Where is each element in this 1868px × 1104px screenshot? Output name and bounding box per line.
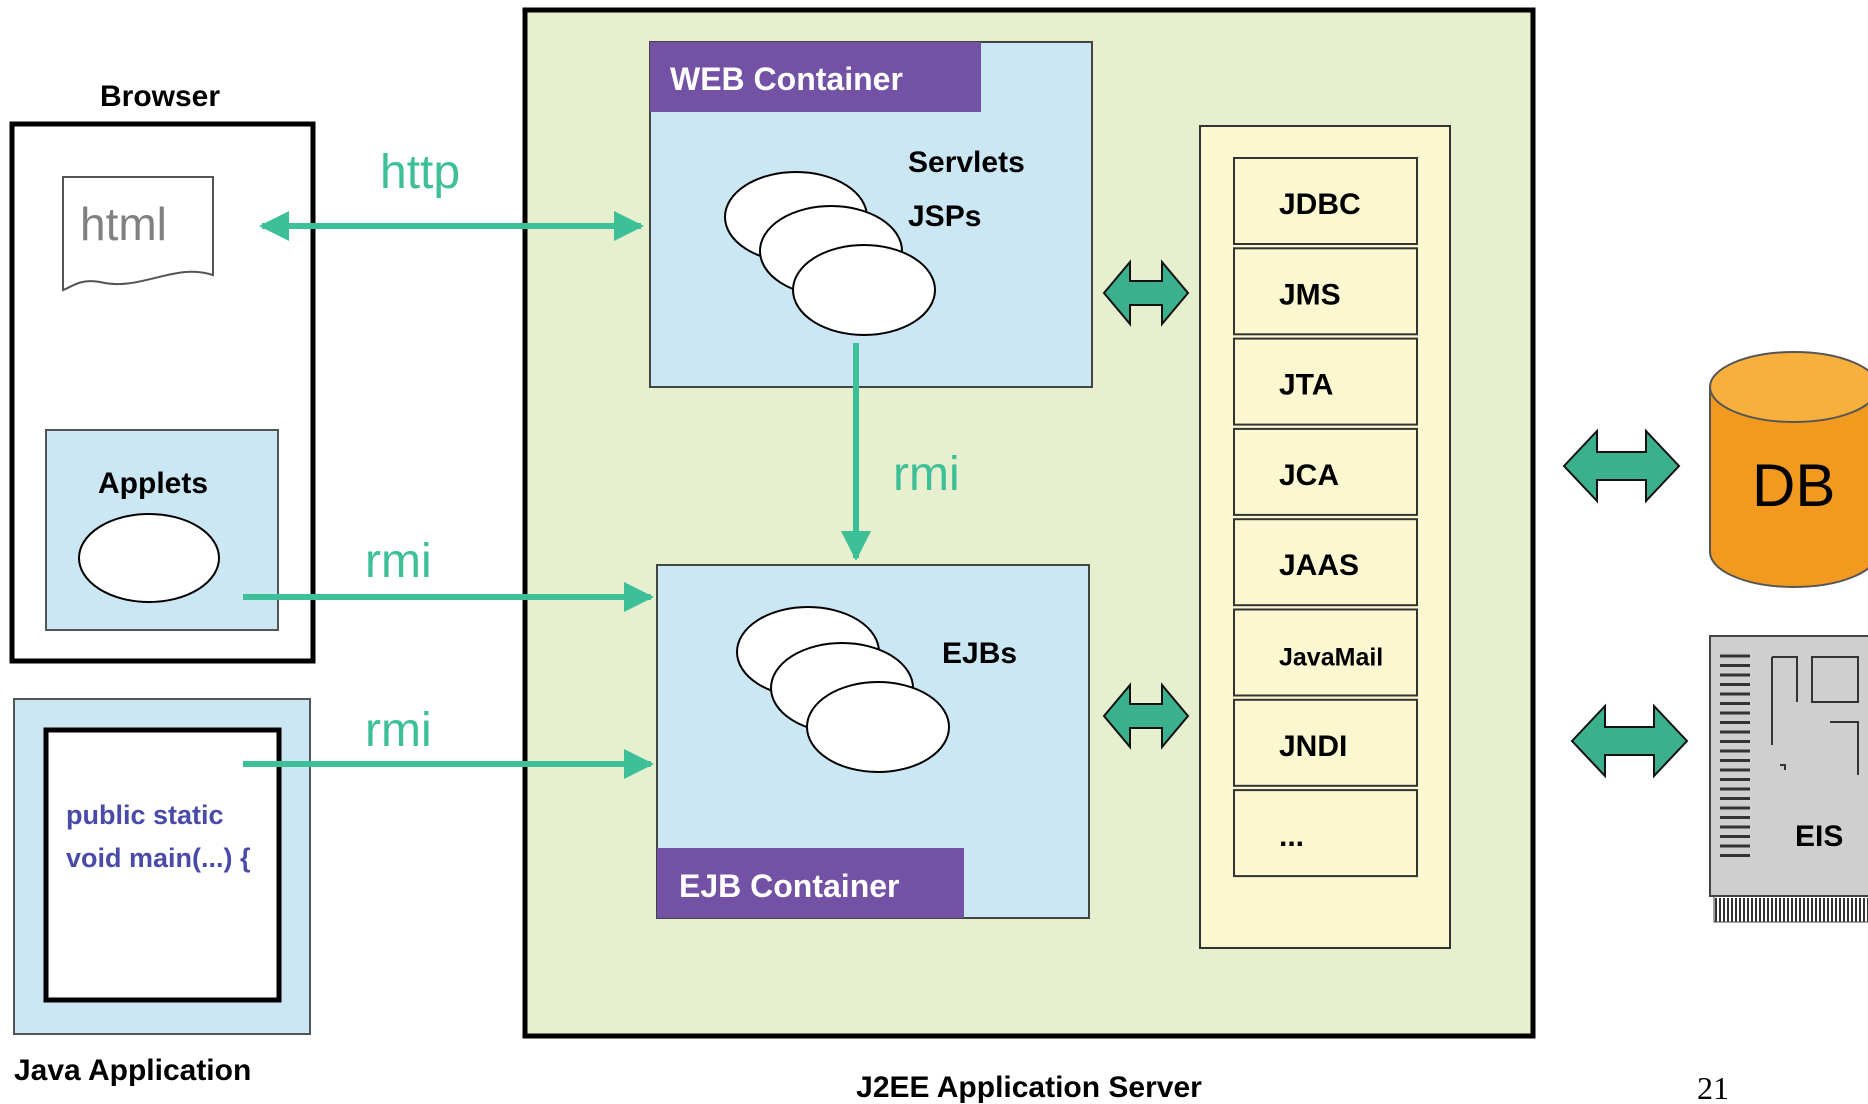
code-line-1: public static — [66, 800, 224, 830]
ejb-container-label: EJB Container — [679, 868, 899, 904]
service-label: JMS — [1279, 278, 1341, 311]
service-item: JMS — [1233, 247, 1418, 336]
page-number: 21 — [1697, 1070, 1729, 1104]
ejbs-label: EJBs — [942, 637, 1017, 670]
component-ellipse — [792, 244, 936, 336]
web-container-tab — [650, 42, 981, 112]
board-edge-pins — [1713, 895, 1868, 923]
html-document-icon: html — [62, 176, 214, 292]
eis-board-icon: EIS — [1709, 635, 1868, 923]
service-label: JavaMail — [1279, 644, 1383, 672]
rmi-app-label: rmi — [365, 704, 432, 757]
service-item: JDBC — [1233, 157, 1418, 245]
service-item: ... — [1233, 789, 1418, 878]
html-document-label: html — [80, 198, 167, 250]
rmi-applet-label: rmi — [365, 535, 432, 588]
jsps-label: JSPs — [908, 200, 981, 233]
eis-double-arrow — [1570, 703, 1689, 779]
service-label: JCA — [1279, 459, 1339, 492]
database-icon: DB — [1709, 351, 1868, 588]
code-line-2: void main(...) { — [66, 843, 251, 873]
ejb-container-tab — [657, 848, 964, 918]
board-connector-pins — [1720, 654, 1750, 857]
applets-label: Applets — [98, 467, 208, 500]
applet-ellipse — [78, 513, 220, 603]
services-stack: JDBC JMS JTA JCA JAAS JavaMailJNDI... — [1233, 157, 1418, 878]
service-label: ... — [1279, 820, 1304, 853]
service-label: JAAS — [1279, 549, 1359, 582]
service-label: JDBC — [1279, 188, 1361, 221]
service-label: JNDI — [1279, 730, 1347, 763]
ejb-container: EJB Container EJBs — [656, 564, 1090, 919]
ejb-services-double-arrow — [1102, 682, 1190, 750]
service-item: JNDI — [1233, 698, 1418, 787]
web-container: WEB Container Servlets JSPs — [649, 41, 1093, 388]
web-services-double-arrow — [1102, 259, 1190, 327]
http-label: http — [380, 146, 460, 199]
eis-label: EIS — [1795, 820, 1843, 853]
java-app-window — [43, 727, 282, 1003]
db-label: DB — [1752, 452, 1835, 519]
java-app-title: Java Application — [14, 1054, 251, 1087]
service-label: JTA — [1279, 369, 1333, 402]
service-item: JavaMail — [1233, 608, 1418, 697]
rmi-internal-label: rmi — [893, 448, 960, 501]
db-double-arrow — [1562, 428, 1681, 504]
web-container-label: WEB Container — [670, 61, 903, 97]
service-item: JCA — [1233, 427, 1418, 516]
service-item: JTA — [1233, 337, 1418, 426]
server-title: J2EE Application Server — [856, 1071, 1202, 1104]
service-item: JAAS — [1233, 518, 1418, 607]
servlets-label: Servlets — [908, 146, 1025, 179]
browser-title: Browser — [100, 80, 220, 113]
component-ellipse — [806, 681, 950, 773]
